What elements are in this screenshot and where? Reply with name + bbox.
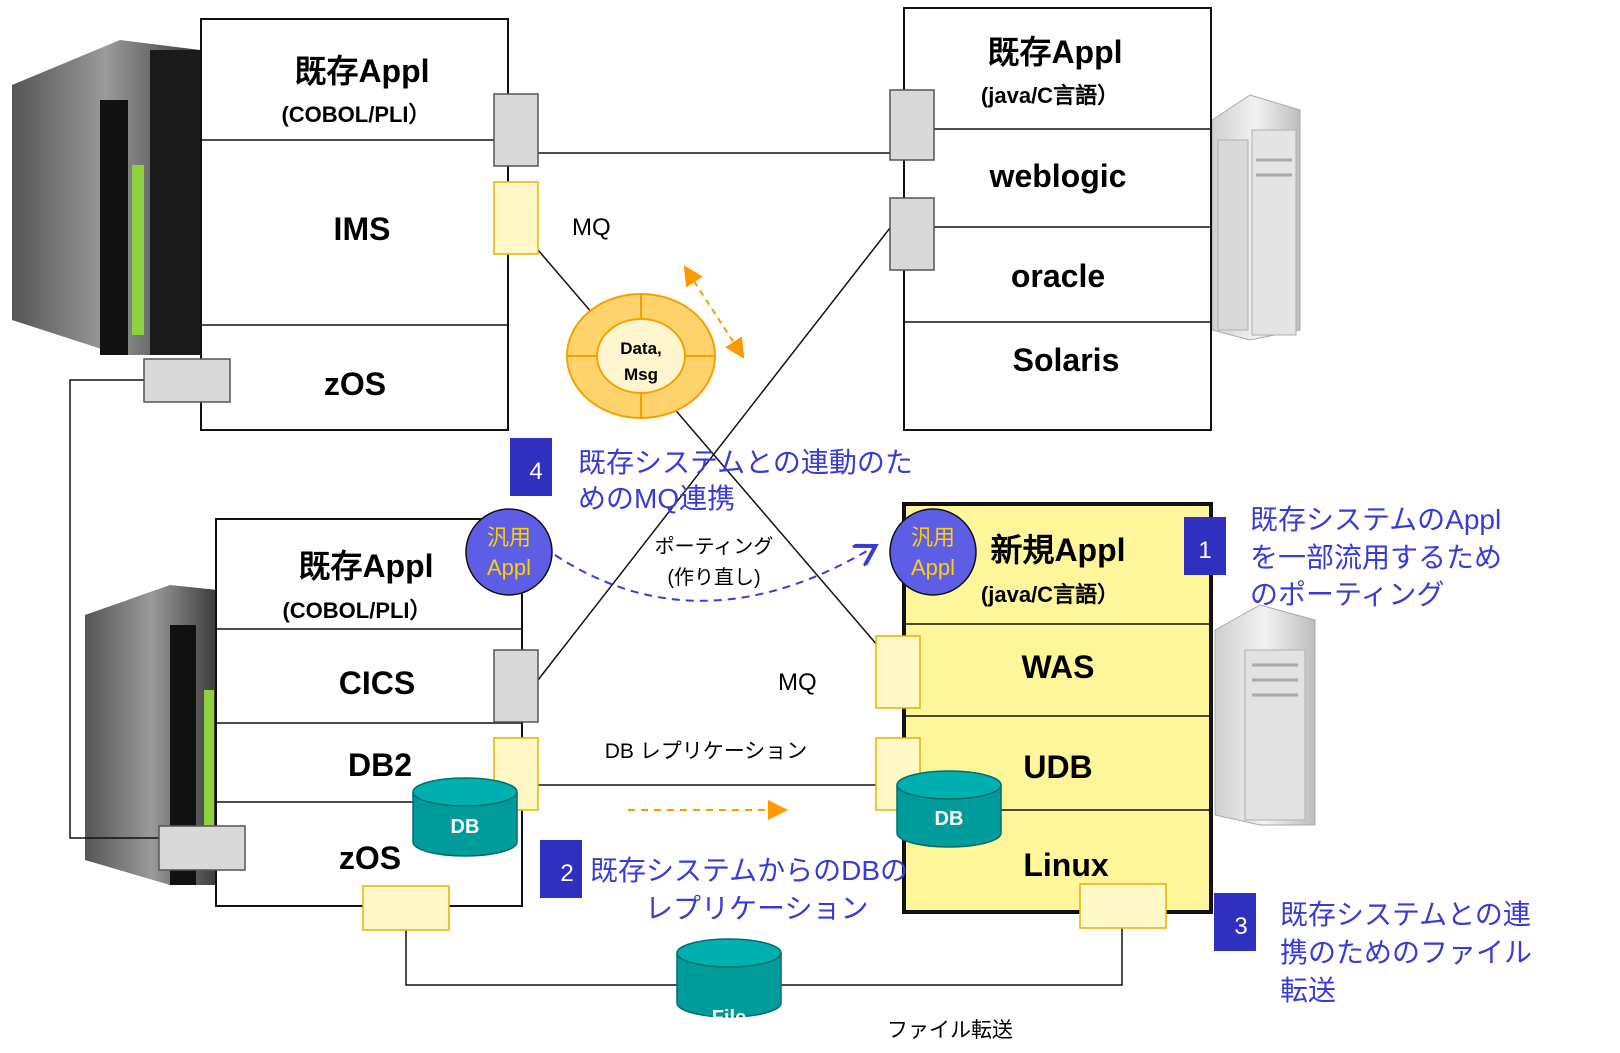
- generic-appl-circle-left: 汎用 Appl: [465, 508, 553, 596]
- grey-connector: [493, 649, 539, 723]
- mq-top-label: MQ: [572, 214, 611, 241]
- appl-label: 既存Appl: [987, 34, 1122, 70]
- callout-3: 3 既存システムとの連 携のためのファイル 転送: [1214, 893, 1532, 1006]
- callout-number: 3: [1234, 913, 1247, 940]
- callout-text-line: 既存システムとの連: [1280, 899, 1531, 930]
- grey-connector: [493, 93, 539, 167]
- porting-label: ポーティング: [655, 535, 774, 558]
- yellow-connector: [1079, 883, 1167, 929]
- cics-label: CICS: [339, 665, 415, 701]
- generic-appl-label-2: Appl: [911, 555, 955, 580]
- callout-number: 1: [1198, 537, 1211, 564]
- os-label: Solaris: [1013, 342, 1120, 378]
- callout-text-line: 既存システムからのDBの: [590, 855, 908, 886]
- stack-top-left: 既存Appl (COBOL/PLI） IMS zOS: [200, 18, 509, 431]
- db-icon-label: DB: [451, 816, 480, 838]
- grey-connector: [889, 197, 935, 271]
- callout-text-line: レプリケーション: [645, 893, 868, 924]
- stack-top-right: 既存Appl (java/C言語） weblogic oracle Solari…: [903, 7, 1212, 431]
- db-icon-label: DB: [935, 808, 964, 830]
- ims-label: IMS: [334, 211, 391, 247]
- porting-sub-label: (作り直し): [667, 566, 760, 589]
- appl-label: 既存Appl: [298, 548, 433, 584]
- os-label: zOS: [339, 840, 401, 876]
- callout-text-line: 転送: [1280, 975, 1336, 1006]
- connector-blocks: [143, 89, 1167, 931]
- callout-4: 4 既存システムとの連動のた めのMQ連携: [510, 438, 913, 514]
- weblogic-label: weblogic: [989, 158, 1127, 194]
- server-bottom-icon: [1214, 604, 1316, 826]
- db-cylinder-right: DB: [896, 770, 1002, 848]
- hub-label-1: Data,: [620, 339, 662, 358]
- orange-bidirectional-arrow: [683, 265, 745, 359]
- was-label: WAS: [1022, 649, 1095, 685]
- file-transfer-label: ファイル転送: [887, 1019, 1013, 1042]
- grey-connector: [889, 89, 935, 161]
- generic-appl-label-1: 汎用: [911, 525, 955, 550]
- callout-text-line: 携のためのファイル: [1280, 937, 1532, 968]
- data-msg-hub: Data, Msg: [566, 293, 716, 419]
- generic-appl-circle-right: 汎用 Appl: [889, 508, 977, 596]
- appl-sub-label: (java/C言語）: [981, 83, 1119, 108]
- callout-number: 4: [529, 458, 542, 485]
- appl-label: 既存Appl: [294, 53, 429, 89]
- appl-sub-label: (COBOL/PLI）: [282, 598, 431, 623]
- hub-label-2: Msg: [624, 365, 658, 384]
- yellow-connector: [875, 635, 921, 709]
- callout-2: 2 既存システムからのDBの レプリケーション: [540, 840, 908, 924]
- udb-label: UDB: [1023, 749, 1092, 785]
- grey-connector: [143, 358, 231, 403]
- file-icon-label: File: [712, 1007, 746, 1029]
- yellow-connector: [362, 885, 450, 931]
- callout-text-line: のポーティング: [1250, 579, 1444, 610]
- callout-number: 2: [560, 860, 573, 887]
- generic-appl-label-2: Appl: [487, 555, 531, 580]
- oracle-label: oracle: [1011, 258, 1105, 294]
- db-cylinder-left: DB: [412, 777, 518, 857]
- file-cylinder: File: [676, 938, 782, 1029]
- callout-text-line: 既存システムのAppl: [1250, 504, 1501, 535]
- mq-bottom-label: MQ: [778, 669, 817, 696]
- callout-text-line: を一部流用するため: [1250, 542, 1502, 573]
- appl-sub-label: (COBOL/PLI）: [281, 102, 430, 127]
- grey-connector: [158, 825, 246, 871]
- yellow-connector: [493, 181, 539, 255]
- callout-1: 1 既存システムのAppl を一部流用するため のポーティング: [1184, 504, 1502, 610]
- appl-sub-label: (java/C言語）: [981, 582, 1119, 607]
- callout-text-line: 既存システムとの連動のた: [578, 447, 913, 478]
- porting-arrow: [554, 548, 872, 602]
- server-top-icon: [1211, 94, 1301, 341]
- appl-label: 新規Appl: [990, 532, 1125, 568]
- db-replication-label: DB レプリケーション: [605, 740, 808, 763]
- generic-appl-label-1: 汎用: [487, 525, 531, 550]
- mainframe-top-icon: [12, 40, 200, 355]
- os-label: Linux: [1023, 847, 1109, 883]
- db2-label: DB2: [348, 747, 412, 783]
- os-label: zOS: [324, 366, 386, 402]
- callout-text-line: めのMQ連携: [578, 483, 735, 514]
